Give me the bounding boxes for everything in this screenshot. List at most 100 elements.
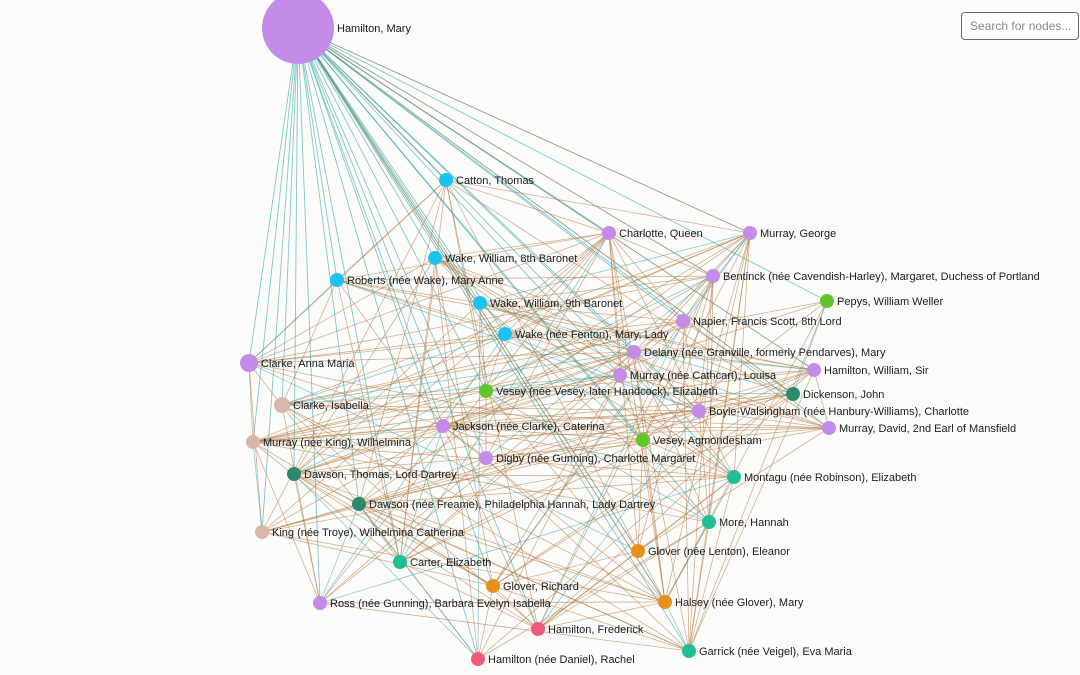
node-circle[interactable] bbox=[428, 251, 442, 265]
node-label: Carter, Elizabeth bbox=[410, 557, 491, 569]
node-circle[interactable] bbox=[627, 345, 641, 359]
node-carter[interactable]: Carter, Elizabeth bbox=[393, 555, 491, 569]
edge bbox=[434, 257, 635, 353]
node-dickenson[interactable]: Dickenson, John bbox=[786, 387, 884, 401]
node-circle[interactable] bbox=[330, 273, 344, 287]
node-delany[interactable]: Delany (née Granville, formerly Pendarve… bbox=[627, 345, 886, 359]
node-circle[interactable] bbox=[473, 296, 487, 310]
node-circle[interactable] bbox=[439, 173, 453, 187]
node-wake-william-9[interactable]: Wake, William, 9th Baronet bbox=[473, 296, 622, 310]
node-vesey-elizabeth[interactable]: Vesey (née Vesey, later Handcock), Eliza… bbox=[479, 384, 718, 398]
node-circle[interactable] bbox=[682, 644, 696, 658]
node-digby[interactable]: Digby (née Gunning), Charlotte Margaret bbox=[479, 451, 695, 465]
node-circle[interactable] bbox=[702, 515, 716, 529]
node-more-hannah[interactable]: More, Hannah bbox=[702, 515, 789, 529]
node-circle[interactable] bbox=[274, 397, 290, 413]
node-hamilton-frederick[interactable]: Hamilton, Frederick bbox=[531, 622, 644, 636]
node-wake-william-8[interactable]: Wake, William, 8th Baronet bbox=[428, 251, 577, 265]
node-circle[interactable] bbox=[692, 404, 706, 418]
node-circle[interactable] bbox=[287, 467, 301, 481]
node-circle[interactable] bbox=[486, 579, 500, 593]
node-murray-wilhelmina[interactable]: Murray (née King), Wilhelmina bbox=[246, 435, 412, 449]
node-circle[interactable] bbox=[658, 595, 672, 609]
edge bbox=[336, 279, 506, 335]
edge bbox=[434, 257, 481, 304]
node-wake-mary-lady[interactable]: Wake (née Fenton), Mary, Lady bbox=[498, 327, 669, 341]
node-label: Halsey (née Glover), Mary bbox=[675, 597, 804, 609]
node-label: Clarke, Anna Maria bbox=[261, 358, 355, 370]
edge bbox=[261, 393, 794, 533]
node-label: Delany (née Granville, formerly Pendarve… bbox=[644, 347, 886, 359]
node-circle[interactable] bbox=[352, 497, 366, 511]
node-circle[interactable] bbox=[255, 525, 269, 539]
node-hamilton-rachel[interactable]: Hamilton (née Daniel), Rachel bbox=[471, 652, 635, 666]
node-circle[interactable] bbox=[743, 226, 757, 240]
node-murray-david[interactable]: Murray, David, 2nd Earl of Mansfield bbox=[822, 421, 1016, 435]
node-circle[interactable] bbox=[313, 596, 327, 610]
node-dawson-thomas[interactable]: Dawson, Thomas, Lord Dartrey bbox=[287, 467, 457, 481]
node-garrick[interactable]: Garrick (née Veigel), Eva Maria bbox=[682, 644, 853, 658]
node-label: Vesey, Agmondesham bbox=[653, 435, 762, 447]
node-circle[interactable] bbox=[807, 363, 821, 377]
node-circle[interactable] bbox=[613, 368, 627, 382]
node-circle[interactable] bbox=[262, 0, 334, 64]
node-circle[interactable] bbox=[636, 433, 650, 447]
node-dawson-philadelphia[interactable]: Dawson (née Freame), Philadelphia Hannah… bbox=[352, 497, 656, 511]
node-glover-richard[interactable]: Glover, Richard bbox=[486, 579, 579, 593]
node-circle[interactable] bbox=[479, 384, 493, 398]
edge bbox=[248, 351, 635, 364]
edge bbox=[485, 410, 700, 459]
edge bbox=[637, 550, 666, 603]
node-circle[interactable] bbox=[479, 451, 493, 465]
node-halsey[interactable]: Halsey (née Glover), Mary bbox=[658, 595, 804, 609]
node-circle[interactable] bbox=[436, 419, 450, 433]
node-pepys[interactable]: Pepys, William Weller bbox=[820, 294, 943, 308]
edge bbox=[682, 320, 690, 652]
search-input[interactable] bbox=[961, 12, 1079, 40]
node-circle[interactable] bbox=[822, 421, 836, 435]
node-circle[interactable] bbox=[240, 354, 258, 372]
node-ross[interactable]: Ross (née Gunning), Barbara Evelyn Isabe… bbox=[313, 596, 552, 610]
node-vesey-agmondesham[interactable]: Vesey, Agmondesham bbox=[636, 433, 762, 447]
node-circle[interactable] bbox=[727, 470, 741, 484]
node-circle[interactable] bbox=[498, 327, 512, 341]
edge bbox=[248, 27, 299, 364]
node-murray-louisa[interactable]: Murray (née Cathcart), Louisa bbox=[613, 368, 777, 382]
node-roberts-mary-anne[interactable]: Roberts (née Wake), Mary Anne bbox=[330, 273, 504, 287]
node-catton-thomas[interactable]: Catton, Thomas bbox=[439, 173, 535, 187]
edge bbox=[358, 232, 751, 505]
edge bbox=[479, 232, 751, 304]
node-circle[interactable] bbox=[631, 544, 645, 558]
node-jackson[interactable]: Jackson (née Clarke), Caterina bbox=[436, 419, 606, 433]
node-hamilton-mary[interactable]: Hamilton, Mary bbox=[262, 0, 411, 64]
node-circle[interactable] bbox=[786, 387, 800, 401]
node-clarke-isabella[interactable]: Clarke, Isabella bbox=[274, 397, 370, 413]
edge bbox=[297, 27, 621, 376]
edge bbox=[281, 279, 338, 406]
node-montagu[interactable]: Montagu (née Robinson), Elizabeth bbox=[727, 470, 916, 484]
edge bbox=[399, 561, 539, 630]
node-circle[interactable] bbox=[531, 622, 545, 636]
node-circle[interactable] bbox=[246, 435, 260, 449]
edge bbox=[442, 425, 735, 478]
edge bbox=[336, 232, 610, 281]
node-boyle[interactable]: Boyle-Walsingham (née Hanbury-Williams),… bbox=[692, 404, 969, 418]
node-hamilton-william[interactable]: Hamilton, William, Sir bbox=[807, 363, 929, 377]
node-circle[interactable] bbox=[393, 555, 407, 569]
node-circle[interactable] bbox=[820, 294, 834, 308]
node-label: Wake, William, 8th Baronet bbox=[445, 253, 577, 265]
node-clarke-anna-maria[interactable]: Clarke, Anna Maria bbox=[240, 354, 355, 372]
node-circle[interactable] bbox=[471, 652, 485, 666]
edge bbox=[492, 585, 539, 630]
node-napier[interactable]: Napier, Francis Scott, 8th Lord bbox=[676, 314, 842, 328]
node-circle[interactable] bbox=[602, 226, 616, 240]
node-glover-eleanor[interactable]: Glover (née Lenton), Eleanor bbox=[631, 544, 790, 558]
node-circle[interactable] bbox=[676, 314, 690, 328]
node-circle[interactable] bbox=[706, 269, 720, 283]
edge bbox=[297, 27, 338, 281]
node-bentinck[interactable]: Bentinck (née Cavendish-Harley), Margare… bbox=[706, 269, 1040, 283]
node-charlotte-queen[interactable]: Charlotte, Queen bbox=[602, 226, 703, 240]
node-king-wilhelmina[interactable]: King (née Troye), Wilhelmina Catherina bbox=[255, 525, 465, 539]
node-murray-george[interactable]: Murray, George bbox=[743, 226, 836, 240]
